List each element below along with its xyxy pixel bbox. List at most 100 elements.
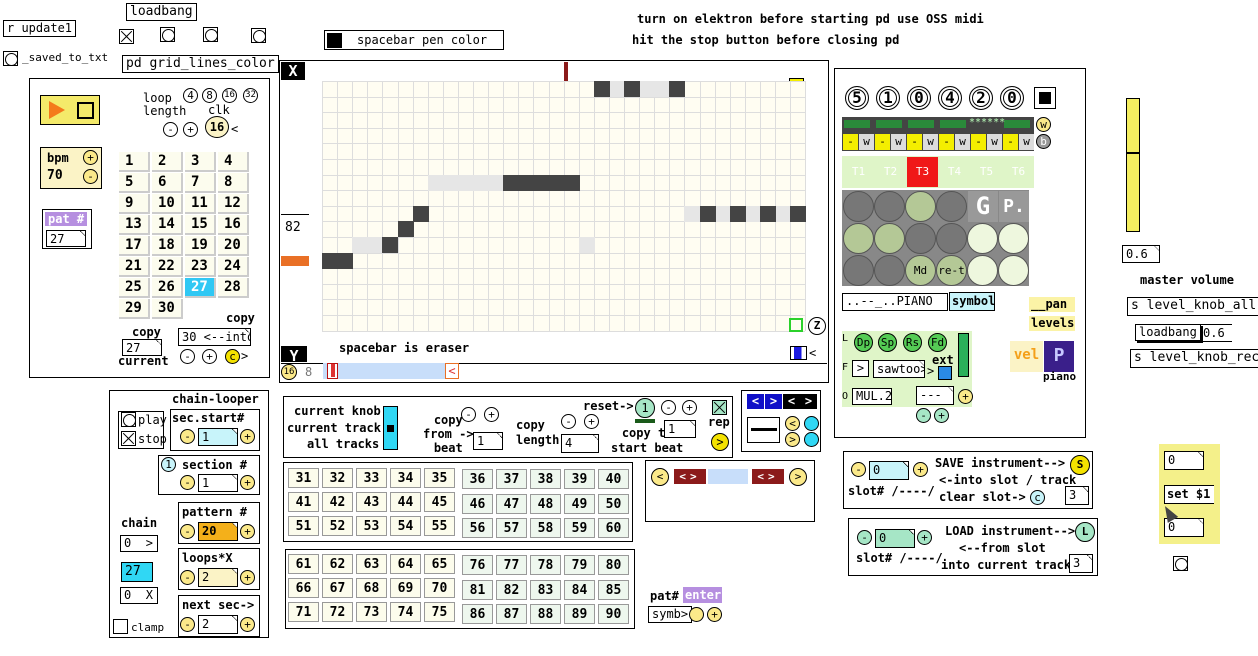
- fx-plus-1[interactable]: +: [958, 389, 973, 404]
- reset-value[interactable]: 1: [635, 398, 655, 418]
- section-info-icon[interactable]: 1: [161, 457, 176, 472]
- pad-button[interactable]: [843, 191, 874, 222]
- pattern-button[interactable]: 28: [218, 278, 249, 298]
- pattern-button[interactable]: 27: [185, 278, 216, 298]
- bank-button[interactable]: 89: [564, 604, 595, 624]
- track-button[interactable]: T4: [939, 157, 970, 187]
- pattern-value[interactable]: 20: [198, 522, 238, 541]
- load-slot-value[interactable]: 0: [875, 529, 915, 548]
- grid-bang-1[interactable]: [160, 27, 175, 42]
- load-minus[interactable]: -: [857, 530, 872, 545]
- note-cell-light[interactable]: [745, 206, 761, 222]
- nav-btn-4[interactable]: >: [800, 394, 817, 409]
- b-circle[interactable]: b: [1036, 134, 1051, 149]
- rep-toggle[interactable]: [712, 400, 727, 415]
- bank-button[interactable]: 44: [390, 492, 421, 512]
- master-loadbang[interactable]: loadbang: [1135, 324, 1201, 341]
- bank-button[interactable]: 57: [496, 518, 527, 538]
- slider-red-2[interactable]: <>: [752, 469, 784, 484]
- pad-button[interactable]: [874, 191, 905, 222]
- bank-button[interactable]: 49: [564, 494, 595, 514]
- copy-plus[interactable]: +: [202, 349, 217, 364]
- pattern-button[interactable]: 19: [185, 236, 216, 256]
- note-cell-light[interactable]: [775, 206, 791, 222]
- bank-button[interactable]: 78: [530, 555, 561, 575]
- reset-minus[interactable]: -: [661, 400, 676, 415]
- pattern-button[interactable]: 5: [119, 173, 150, 193]
- bank-button[interactable]: 73: [356, 602, 387, 622]
- pattern-button[interactable]: 30: [152, 299, 183, 319]
- bank-button[interactable]: 75: [424, 602, 455, 622]
- nav-left-circle[interactable]: <: [785, 416, 800, 431]
- copy-c-button[interactable]: c: [225, 349, 240, 364]
- symbol-button[interactable]: symbol: [949, 292, 995, 311]
- chain-play-bang[interactable]: [121, 412, 136, 427]
- pattern-button[interactable]: 3: [185, 152, 216, 172]
- bank-button[interactable]: 69: [390, 578, 421, 598]
- digit-button[interactable]: 1: [876, 86, 900, 110]
- pad-button[interactable]: [998, 255, 1029, 286]
- note-cell[interactable]: [669, 81, 685, 97]
- piano-symbol-field[interactable]: ..--_..PIANO: [842, 293, 948, 311]
- grid-bang-2[interactable]: [203, 27, 218, 42]
- note-grid[interactable]: [322, 81, 806, 332]
- pattern-button[interactable]: 20: [218, 236, 249, 256]
- pad-button[interactable]: [874, 223, 905, 254]
- note-cell[interactable]: [382, 237, 398, 253]
- master-msg[interactable]: 0.6: [1200, 324, 1232, 342]
- master-volume-slider[interactable]: [1126, 98, 1140, 232]
- pattern-button[interactable]: 6: [152, 173, 183, 193]
- nav-bar-box[interactable]: [747, 417, 780, 443]
- save-track-value[interactable]: 3: [1065, 486, 1089, 505]
- digit-button[interactable]: 5: [845, 86, 869, 110]
- chain-stop-toggle[interactable]: [121, 431, 136, 446]
- nav-btn-3[interactable]: <: [783, 394, 800, 409]
- note-cell[interactable]: [624, 81, 640, 97]
- load-button[interactable]: L: [1075, 522, 1095, 542]
- g-button[interactable]: G: [968, 191, 998, 222]
- bank-button[interactable]: 43: [356, 492, 387, 512]
- bank-button[interactable]: 40: [598, 469, 629, 489]
- bank-button[interactable]: 36: [462, 469, 493, 489]
- pattern-plus[interactable]: +: [240, 524, 255, 539]
- note-cell-light[interactable]: [428, 175, 444, 191]
- dp-button[interactable]: Dp: [854, 333, 873, 352]
- slider-track[interactable]: [708, 469, 748, 484]
- note-cell-light[interactable]: [579, 237, 595, 253]
- save-slot-value[interactable]: 0: [869, 461, 909, 480]
- copy-into-value[interactable]: 30 <--into: [178, 328, 251, 346]
- copy-from-plus[interactable]: +: [484, 407, 499, 422]
- pattern-button[interactable]: 16: [218, 215, 249, 235]
- clk-value[interactable]: 16: [205, 116, 229, 138]
- note-cell-light[interactable]: [639, 81, 655, 97]
- blue-indicator[interactable]: [790, 346, 807, 360]
- levels-button[interactable]: levels: [1029, 316, 1075, 331]
- pattern-button[interactable]: 18: [152, 236, 183, 256]
- set-message[interactable]: set $1: [1164, 485, 1214, 504]
- note-cell-light[interactable]: [684, 206, 700, 222]
- w-cell[interactable]: w: [891, 134, 906, 150]
- bank-button[interactable]: 70: [424, 578, 455, 598]
- note-cell[interactable]: [533, 175, 549, 191]
- note-cell[interactable]: [549, 175, 565, 191]
- bank-button[interactable]: 80: [598, 555, 629, 575]
- pen-color-swatch[interactable]: [327, 33, 342, 48]
- bank-button[interactable]: 87: [496, 604, 527, 624]
- bank-button[interactable]: 64: [390, 554, 421, 574]
- nav-cyan-1[interactable]: [804, 416, 819, 431]
- bank-button[interactable]: 32: [322, 468, 353, 488]
- pad-button[interactable]: [843, 255, 874, 286]
- bank-button[interactable]: 52: [322, 516, 353, 536]
- loop-plus[interactable]: +: [183, 122, 198, 137]
- note-cell-light[interactable]: [488, 175, 504, 191]
- bank-button[interactable]: 42: [322, 492, 353, 512]
- bank-button[interactable]: 35: [424, 468, 455, 488]
- w-cell[interactable]: -: [875, 134, 890, 150]
- pattern-button[interactable]: 24: [218, 257, 249, 277]
- w-cell[interactable]: -: [907, 134, 922, 150]
- pad-button[interactable]: Md: [905, 255, 936, 286]
- fx-minus[interactable]: -: [916, 408, 931, 423]
- bank-button[interactable]: 77: [496, 555, 527, 575]
- w-cell[interactable]: w: [859, 134, 874, 150]
- bank-button[interactable]: 60: [598, 518, 629, 538]
